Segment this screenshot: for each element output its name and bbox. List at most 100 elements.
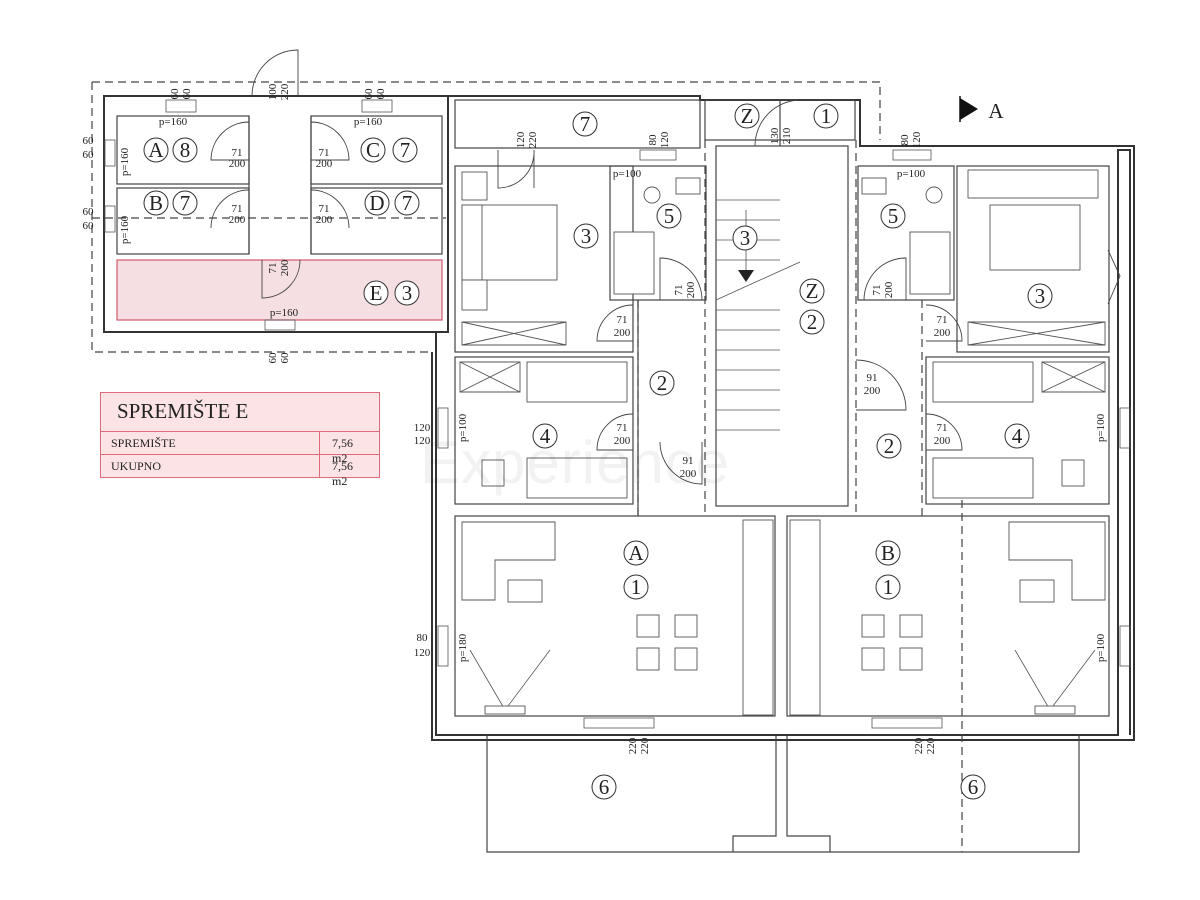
dimension-label: p=100 bbox=[1095, 633, 1107, 662]
dimension-label: 120 bbox=[414, 422, 431, 434]
dimension-label: 120 bbox=[659, 131, 671, 148]
room-number: 4 bbox=[1004, 423, 1030, 449]
legend-row: UKUPNO 7,56 m2 bbox=[101, 455, 379, 488]
storage-unit-number: 7 bbox=[394, 190, 420, 216]
dimension-label: 200 bbox=[614, 435, 631, 447]
apartment-walls bbox=[431, 95, 1135, 853]
storage-unit-letter: B bbox=[143, 190, 169, 216]
room-number: 1 bbox=[875, 574, 901, 600]
svg-text:D: D bbox=[369, 191, 384, 215]
dimension-label: 71 bbox=[319, 147, 330, 159]
room-number: 2 bbox=[876, 433, 902, 459]
room-number: 1 bbox=[623, 574, 649, 600]
dimension-label: 220 bbox=[279, 83, 291, 100]
room-number: 5 bbox=[656, 203, 682, 229]
dimension-label: 200 bbox=[316, 158, 333, 170]
svg-text:4: 4 bbox=[540, 424, 551, 448]
legend-row-label: UKUPNO bbox=[101, 455, 320, 477]
dimension-label: 220 bbox=[627, 737, 639, 754]
dimension-label: 91 bbox=[867, 372, 878, 384]
storage-unit-number: 8 bbox=[172, 137, 198, 163]
dimension-label: 71 bbox=[232, 147, 243, 159]
svg-text:B: B bbox=[881, 541, 895, 565]
room-number: 1 bbox=[813, 103, 839, 129]
svg-text:E: E bbox=[370, 281, 383, 305]
svg-text:7: 7 bbox=[580, 112, 591, 136]
dimension-label: 120 bbox=[414, 647, 431, 659]
dimension-label: 220 bbox=[639, 737, 651, 754]
dimension-label: p=100 bbox=[457, 413, 469, 442]
roof-outline bbox=[91, 81, 881, 353]
svg-text:A: A bbox=[628, 541, 644, 565]
dimension-label: p=160 bbox=[270, 307, 299, 319]
svg-text:7: 7 bbox=[402, 191, 413, 215]
legend-table: SPREMIŠTE E SPREMIŠTE 7,56 m2 UKUPNO 7,5… bbox=[100, 392, 380, 488]
svg-text:6: 6 bbox=[599, 775, 610, 799]
dimension-label: p=160 bbox=[119, 215, 131, 244]
storage-block bbox=[92, 49, 449, 333]
svg-text:1: 1 bbox=[883, 575, 894, 599]
dimension-label: 200 bbox=[934, 327, 951, 339]
dimension-label: 71 bbox=[617, 422, 628, 434]
windows bbox=[437, 149, 1131, 729]
room-number: 3 bbox=[573, 223, 599, 249]
section-label: A bbox=[988, 99, 1004, 123]
storage-unit-letter: A bbox=[143, 137, 169, 163]
dimension-label: p=100 bbox=[613, 168, 642, 180]
dimension-label: 60 bbox=[267, 352, 279, 364]
room-letter: Z bbox=[734, 103, 760, 129]
dimension-label: 200 bbox=[883, 281, 895, 298]
dimension-label: 220 bbox=[913, 737, 925, 754]
dimension-label: 71 bbox=[232, 203, 243, 215]
storage-unit-number: 7 bbox=[392, 137, 418, 163]
dimension-label: 200 bbox=[229, 158, 246, 170]
dimension-label: 60 bbox=[375, 88, 387, 100]
svg-text:2: 2 bbox=[807, 310, 818, 334]
svg-text:5: 5 bbox=[888, 204, 899, 228]
dimension-label: 80 bbox=[417, 632, 429, 644]
room-letter: B bbox=[875, 540, 901, 566]
storage-unit-letter: E bbox=[363, 280, 389, 306]
dimension-label: 220 bbox=[925, 737, 937, 754]
svg-text:7: 7 bbox=[180, 191, 191, 215]
dimension-label: p=160 bbox=[159, 116, 188, 128]
svg-text:2: 2 bbox=[884, 434, 895, 458]
svg-text:Z: Z bbox=[806, 279, 819, 303]
dimension-label: p=160 bbox=[354, 116, 383, 128]
dimension-label: 80 bbox=[647, 134, 659, 146]
room-letter: A bbox=[623, 540, 649, 566]
dimension-label: 200 bbox=[614, 327, 631, 339]
svg-text:3: 3 bbox=[1035, 284, 1046, 308]
dimension-label: p=100 bbox=[897, 168, 926, 180]
svg-text:5: 5 bbox=[664, 204, 675, 228]
dimension-label: 91 bbox=[683, 455, 694, 467]
dimension-label: 210 bbox=[781, 127, 793, 144]
dimension-label: 200 bbox=[279, 259, 291, 276]
room-number: 3 bbox=[1027, 283, 1053, 309]
storage-unit-number: 3 bbox=[394, 280, 420, 306]
watermark: Experience bbox=[420, 429, 731, 496]
dimension-label: 60 bbox=[83, 206, 95, 218]
storage-unit-letter: D bbox=[364, 190, 390, 216]
dimension-label: 80 bbox=[899, 134, 911, 146]
legend-title: SPREMIŠTE E bbox=[101, 393, 379, 432]
svg-text:C: C bbox=[366, 138, 380, 162]
dimension-label: 60 bbox=[363, 88, 375, 100]
dimension-label: 120 bbox=[414, 435, 431, 447]
legend-row-value: 7,56 m2 bbox=[332, 436, 353, 465]
dimension-label: 200 bbox=[316, 214, 333, 226]
dimension-label: 71 bbox=[617, 314, 628, 326]
room-number: 6 bbox=[591, 774, 617, 800]
dimension-label: 200 bbox=[934, 435, 951, 447]
dimension-label: 71 bbox=[267, 263, 279, 274]
section-marker: A bbox=[959, 96, 1004, 123]
room-number: 5 bbox=[880, 203, 906, 229]
dimension-label: 71 bbox=[319, 203, 330, 215]
svg-text:A: A bbox=[148, 138, 164, 162]
dimension-label: 71 bbox=[871, 285, 883, 296]
room-number: 4 bbox=[532, 423, 558, 449]
dimension-label: 60 bbox=[83, 149, 95, 161]
room-number: 2 bbox=[799, 309, 825, 335]
